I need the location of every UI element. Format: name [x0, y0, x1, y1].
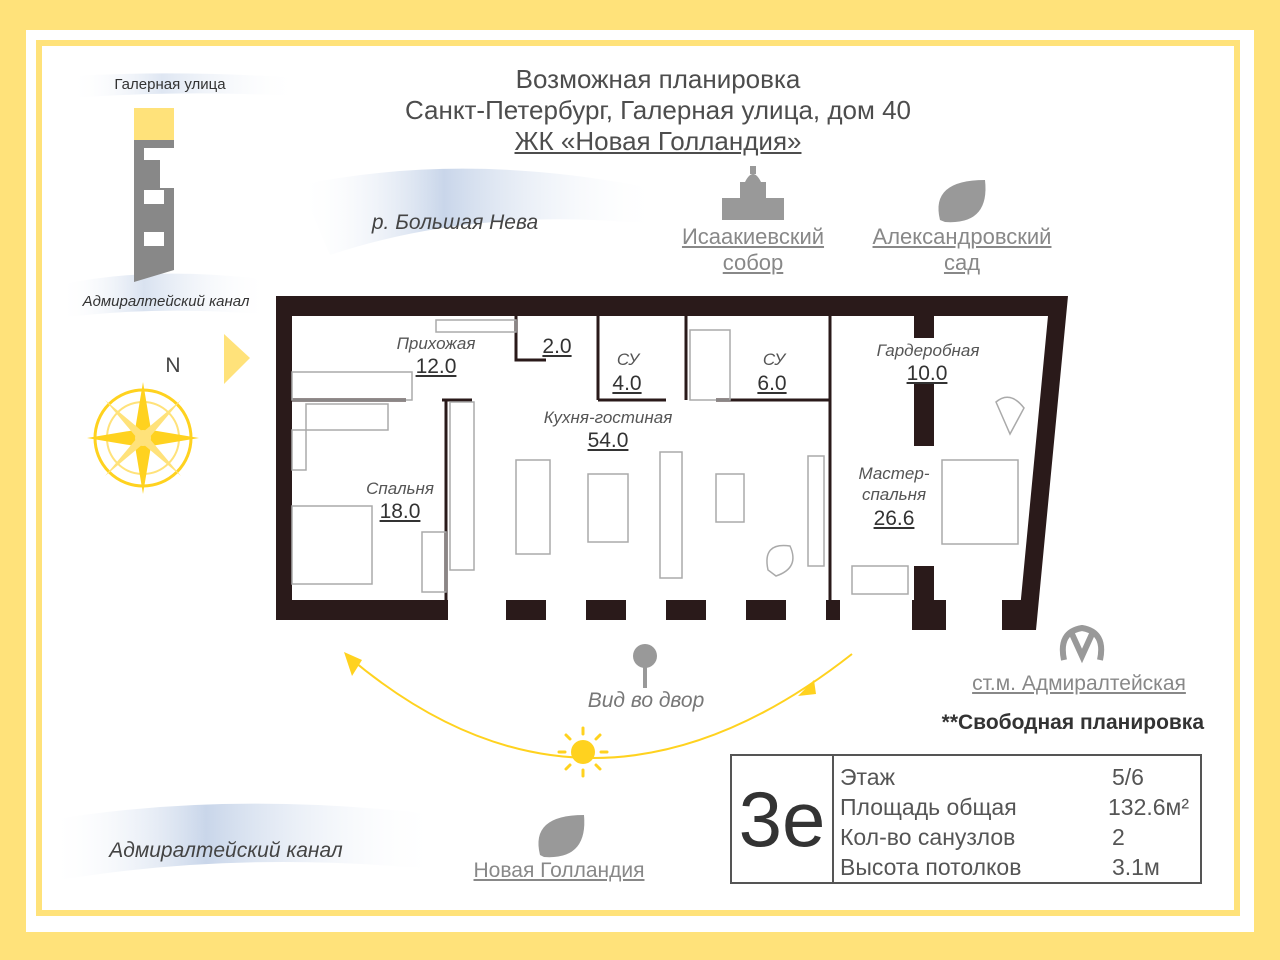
sun-arc [349, 653, 853, 759]
room-storage-area: 2.0 [542, 335, 572, 358]
room-master-area: 26.6 [873, 507, 915, 530]
room-kitchen-name: Кухня-гостиная [543, 408, 673, 427]
canal-label-bottom: Адмиралтейский канал [109, 839, 343, 862]
room-bedroom-area: 18.0 [379, 500, 421, 523]
info-label-floor: Этаж [840, 764, 895, 790]
complex-link[interactable]: ЖК «Новая Голландия» [514, 126, 802, 156]
sun-icon [557, 726, 609, 778]
info-table: 3е Этаж 5/6 Площадь общая 132.6м² Кол-во… [730, 754, 1202, 884]
new-holland-leaf-icon [538, 815, 585, 858]
garden-leaf-icon [938, 180, 986, 223]
title-line-1: Возможная планировка [515, 64, 801, 94]
canal-wave-bottom [50, 803, 440, 880]
poi-new-holland[interactable]: Новая Голландия [473, 859, 645, 882]
cathedral-icon [722, 166, 784, 220]
street-band [70, 73, 300, 98]
room-wc1-area: 4.0 [612, 372, 642, 395]
info-value-bathrooms: 2 [1112, 824, 1125, 850]
poi-isaac-line1: Исаакиевский [681, 224, 825, 249]
room-hall-name: Прихожая [396, 334, 476, 353]
poi-garden-line2: сад [943, 250, 981, 275]
info-value-ceiling: 3.1м [1112, 854, 1160, 880]
metro-icon [1059, 624, 1105, 664]
room-wc2-area: 6.0 [757, 372, 787, 395]
info-value-area: 132.6м² [1108, 794, 1190, 820]
room-wc2-name: СУ [762, 350, 786, 369]
canal-wave-top [60, 273, 270, 318]
title-line-2: Санкт-Петербург, Галерная улица, дом 40 [404, 95, 912, 125]
map-pin-icon [633, 644, 657, 688]
river-label: р. Большая Нева [371, 211, 539, 234]
river-wave [300, 168, 660, 255]
apartment-code: 3е [732, 756, 834, 882]
room-wardrobe-name: Гардеробная [876, 341, 980, 360]
courtyard-view-label: Вид во двор [587, 689, 705, 712]
poi-garden[interactable]: Александровский сад [852, 224, 1072, 276]
compass-rose [87, 382, 199, 494]
room-kitchen-area: 54.0 [587, 429, 629, 452]
free-layout-note: **Свободная планировка [941, 711, 1204, 734]
info-value-floor: 5/6 [1112, 764, 1144, 790]
info-label-area: Площадь общая [840, 794, 1017, 820]
poi-garden-line1: Александровский [872, 224, 1052, 249]
poi-isaac[interactable]: Исаакиевский собор [660, 224, 846, 276]
arc-arrow-right [798, 680, 816, 696]
entrance-arrow [224, 334, 250, 384]
building-highlight [134, 108, 174, 140]
poi-isaac-line2: собор [722, 250, 784, 275]
arc-arrow-left [344, 652, 362, 676]
inner-border [36, 40, 1240, 916]
info-label-ceiling: Высота потолков [840, 854, 1022, 880]
room-master-name-2: спальня [861, 485, 927, 504]
room-wc1-name: СУ [616, 350, 640, 369]
canal-label-top: Адмиралтейский канал [82, 293, 250, 310]
poi-metro[interactable]: ст.м. Адмиралтейская [972, 672, 1186, 695]
north-label: N [165, 354, 181, 377]
info-label-bathrooms: Кол-во санузлов [840, 824, 1016, 850]
room-master-name: Мастер- [858, 464, 930, 483]
room-bedroom-name: Спальня [366, 479, 434, 498]
room-hall-area: 12.0 [415, 355, 457, 378]
room-wardrobe-area: 10.0 [906, 362, 948, 385]
street-label: Галерная улица [114, 76, 226, 93]
